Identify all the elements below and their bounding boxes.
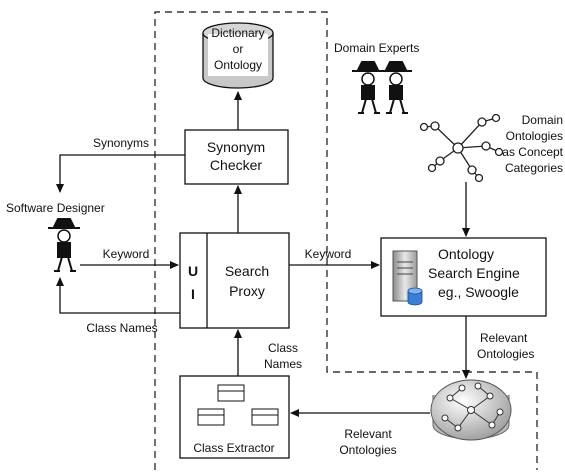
domain-expert-icon xyxy=(352,61,384,114)
edge-synonyms xyxy=(56,154,185,193)
search-engine-label-3: eg., Swoogle xyxy=(438,284,519,300)
keyword-engine-label: Keyword xyxy=(305,247,352,261)
search-proxy-label-1: Search xyxy=(225,263,269,279)
dictionary-label-3: Ontology xyxy=(214,58,262,72)
dictionary-label-1: Dictionary xyxy=(211,26,264,40)
synonym-checker-label-2: Checker xyxy=(210,157,262,173)
software-designer-icon xyxy=(48,218,80,272)
relevant-ontologies-extractor-label-2: Ontologies xyxy=(339,443,396,457)
software-designer-label: Software Designer xyxy=(6,201,105,215)
ontology-repository-icon xyxy=(430,379,512,441)
class-names-proxy-label-2: Names xyxy=(264,357,302,371)
class-names-designer-label: Class Names xyxy=(86,321,157,335)
class-icon xyxy=(217,384,245,402)
domain-experts-label: Domain Experts xyxy=(334,41,419,55)
system-boundary xyxy=(154,11,538,470)
search-proxy-label-2: Proxy xyxy=(229,283,265,299)
dictionary-cylinder: Dictionary or Ontology xyxy=(202,22,274,89)
search-engine-label-2: Search Engine xyxy=(428,265,520,281)
ui-label-u: U xyxy=(188,263,198,279)
domain-ontologies-label-2: Ontologies xyxy=(506,129,563,143)
class-names-proxy-label-1: Class xyxy=(268,341,298,355)
synonym-checker-box: Synonym Checker xyxy=(184,129,289,185)
ui-label-i: I xyxy=(191,286,195,302)
class-extractor-label: Class Extractor xyxy=(193,441,274,455)
domain-ontology-graph-icon xyxy=(419,113,504,183)
synonym-checker-label-1: Synonym xyxy=(207,139,265,155)
dictionary-label-2: or xyxy=(233,42,244,56)
search-engine-box: Ontology Search Engine eg., Swoogle xyxy=(380,237,547,317)
class-icon xyxy=(251,408,279,426)
class-extractor-box: Class Extractor xyxy=(179,375,290,459)
edge-class-names-designer xyxy=(56,277,180,314)
relevant-ontologies-extractor-label-1: Relevant xyxy=(344,427,392,441)
search-engine-label-1: Ontology xyxy=(438,246,494,262)
relevant-ontologies-engine-label-2: Ontologies xyxy=(477,347,534,361)
domain-ontologies-label-3: as Concept xyxy=(502,145,563,159)
synonyms-label: Synonyms xyxy=(93,136,149,150)
class-icon xyxy=(197,408,225,426)
domain-ontologies-label-4: Categories xyxy=(505,161,563,175)
relevant-ontologies-engine-label-1: Relevant xyxy=(480,331,528,345)
keyword-designer-label: Keyword xyxy=(103,247,150,261)
search-proxy-box: U I Search Proxy xyxy=(179,232,290,329)
domain-expert-icon xyxy=(380,61,412,114)
domain-ontologies-label-1: Domain xyxy=(522,113,563,127)
database-icon xyxy=(407,287,423,306)
